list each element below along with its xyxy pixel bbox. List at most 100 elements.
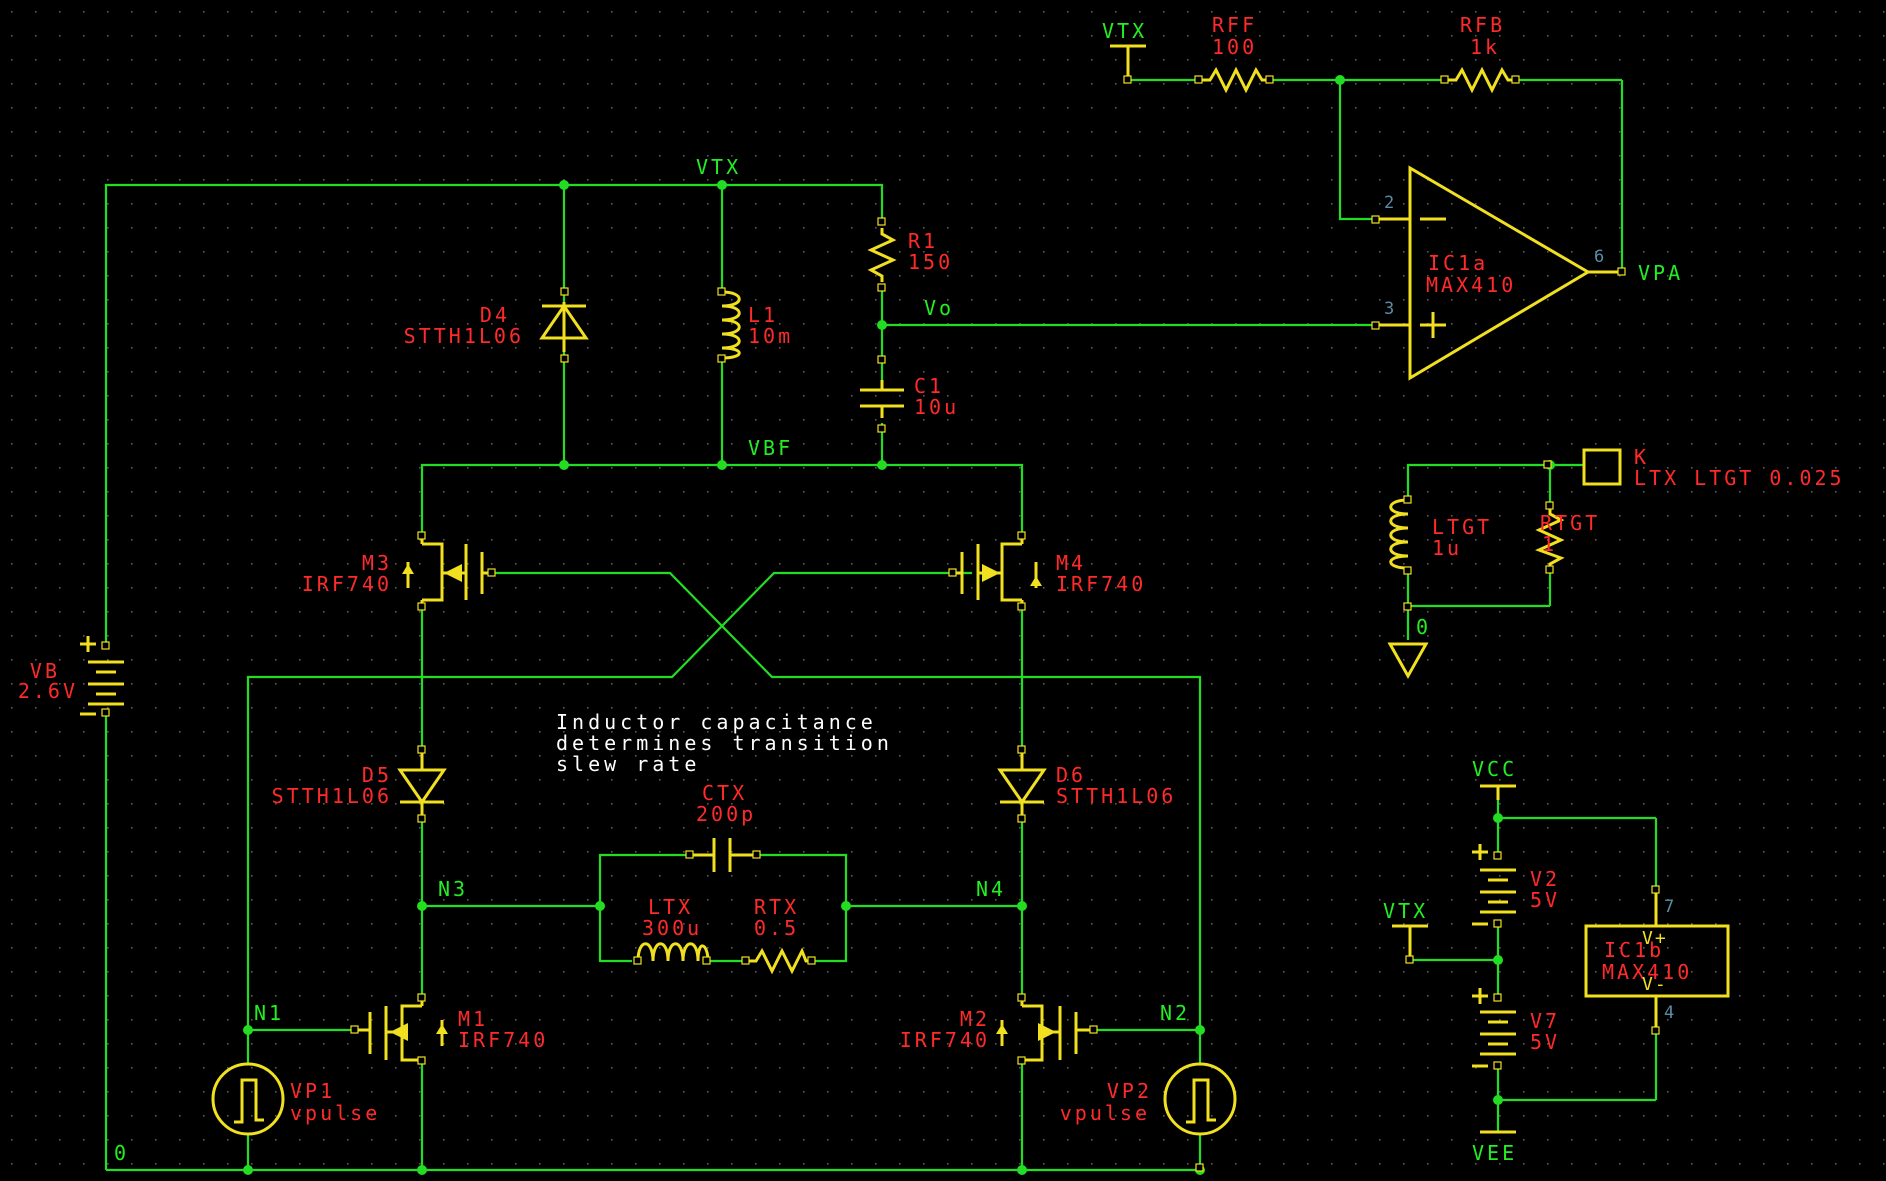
power-symbol-vcc xyxy=(1480,784,1516,800)
vb-value: 2.6V xyxy=(18,679,78,703)
mosfet-m3[interactable] xyxy=(402,531,496,611)
battery-v7[interactable] xyxy=(1472,988,1516,1070)
pin-number-6: 6 xyxy=(1594,247,1604,267)
opamp-ic1b[interactable] xyxy=(1584,885,1730,1035)
k-ref: K xyxy=(1634,445,1649,469)
net-label-n2: N2 xyxy=(1160,1001,1190,1025)
annotation-line-1: Inductor capacitance xyxy=(556,710,877,734)
resistor-r1[interactable] xyxy=(867,217,897,292)
pulse-source-vp1[interactable] xyxy=(211,1062,285,1136)
ltgt-value: 1u xyxy=(1432,536,1462,560)
net-label-vbf: VBF xyxy=(748,436,793,460)
pin-number-4: 4 xyxy=(1664,1003,1674,1023)
pin-number-2: 2 xyxy=(1384,193,1394,213)
coupling-k[interactable] xyxy=(1543,448,1622,486)
net-label-vee: VEE xyxy=(1472,1141,1517,1165)
ic1a-ref: IC1a xyxy=(1428,251,1488,275)
ic1a-value: MAX410 xyxy=(1426,273,1516,297)
ic1b-value: MAX410 xyxy=(1602,960,1692,984)
c1-value: 10u xyxy=(914,395,959,419)
annotation-line-2: determines transition xyxy=(556,731,893,755)
inductor-ltx[interactable] xyxy=(633,942,711,965)
opamp-ic1a[interactable] xyxy=(1371,165,1626,381)
m1-ref: M1 xyxy=(458,1007,488,1031)
inductor-ltgt[interactable] xyxy=(1389,495,1412,575)
l1-ref: L1 xyxy=(748,303,778,327)
d4-value: STTH1L06 xyxy=(404,324,524,348)
pin-label-vneg: V- xyxy=(1642,974,1668,995)
ic1b-ref: IC1b xyxy=(1604,938,1664,962)
d6-ref: D6 xyxy=(1056,763,1086,787)
vb-ref: VB xyxy=(30,659,60,683)
rtx-ref: RTX xyxy=(754,895,799,919)
pin-number-3: 3 xyxy=(1384,299,1394,319)
m2-ref: M2 xyxy=(960,1007,990,1031)
vp1-ref: VP1 xyxy=(290,1079,335,1103)
c1-ref: C1 xyxy=(914,374,944,398)
v7-ref: V7 xyxy=(1530,1009,1560,1033)
pin-number-7: 7 xyxy=(1664,897,1674,917)
vp1-value: vpulse xyxy=(290,1101,380,1125)
net-label-vcc: VCC xyxy=(1472,757,1517,781)
m4-value: IRF740 xyxy=(1056,572,1146,596)
rff-value: 100 xyxy=(1212,35,1257,59)
mosfet-m2[interactable] xyxy=(996,993,1098,1065)
wires xyxy=(104,78,1658,1172)
power-symbol-vtx-lower xyxy=(1392,924,1428,964)
m3-value: IRF740 xyxy=(302,572,392,596)
vp2-value: vpulse xyxy=(1060,1101,1150,1125)
ground-symbol xyxy=(1387,602,1429,680)
rtx-value: 0.5 xyxy=(754,916,799,940)
l1-value: 10m xyxy=(748,324,793,348)
pulse-source-vp2[interactable] xyxy=(1163,1062,1237,1172)
inductor-l1[interactable] xyxy=(717,287,741,363)
d4-ref: D4 xyxy=(480,303,510,327)
capacitor-c1[interactable] xyxy=(860,355,904,433)
mosfet-m4[interactable] xyxy=(948,531,1042,611)
r1-value: 150 xyxy=(908,250,953,274)
rtgt-value: 1 xyxy=(1542,532,1557,556)
diode-d5[interactable] xyxy=(397,745,447,823)
mosfet-m1[interactable] xyxy=(350,993,448,1065)
vp2-ref: VP2 xyxy=(1107,1079,1152,1103)
ltx-ref: LTX xyxy=(648,895,693,919)
k-value: LTX LTGT 0.025 xyxy=(1634,466,1845,490)
v2-value: 5V xyxy=(1530,888,1560,912)
diode-d6[interactable] xyxy=(997,745,1047,823)
ctx-value: 200p xyxy=(696,802,756,826)
power-symbol-vtx-top xyxy=(1110,44,1146,84)
capacitor-ctx[interactable] xyxy=(685,838,761,872)
d6-value: STTH1L06 xyxy=(1056,784,1176,808)
net-label-vtx: VTX xyxy=(696,155,741,179)
annotation-line-3: slew rate xyxy=(556,752,700,776)
rff-ref: RFF xyxy=(1212,13,1257,37)
resistor-rff[interactable] xyxy=(1194,66,1274,94)
m4-ref: M4 xyxy=(1056,551,1086,575)
rtgt-ref: RTGT xyxy=(1540,511,1600,535)
net-label-gnd: 0 xyxy=(114,1141,129,1165)
resistor-rtx[interactable] xyxy=(741,947,816,975)
d5-ref: D5 xyxy=(362,763,392,787)
battery-v2[interactable] xyxy=(1472,844,1516,928)
resistor-rfb[interactable] xyxy=(1440,66,1520,94)
net-label-vpa: VPA xyxy=(1638,261,1683,285)
rfb-value: 1k xyxy=(1470,35,1500,59)
net-label-n3: N3 xyxy=(438,877,468,901)
rfb-ref: RFB xyxy=(1460,13,1505,37)
m2-value: IRF740 xyxy=(900,1028,990,1052)
battery-vb[interactable] xyxy=(80,636,124,717)
net-label-n1: N1 xyxy=(254,1001,284,1025)
net-label-vo: Vo xyxy=(924,296,954,320)
ctx-ref: CTX xyxy=(702,781,747,805)
m1-value: IRF740 xyxy=(458,1028,548,1052)
net-label-vtx-lower: VTX xyxy=(1383,899,1428,923)
ltx-value: 300u xyxy=(642,916,702,940)
resistor-rtgt[interactable] xyxy=(1535,501,1565,574)
pin-label-vpos: V+ xyxy=(1642,928,1668,949)
net-label-n4: N4 xyxy=(976,877,1006,901)
m3-ref: M3 xyxy=(362,551,392,575)
net-label-gnd-target: 0 xyxy=(1416,615,1431,639)
diode-d4[interactable] xyxy=(539,287,589,363)
